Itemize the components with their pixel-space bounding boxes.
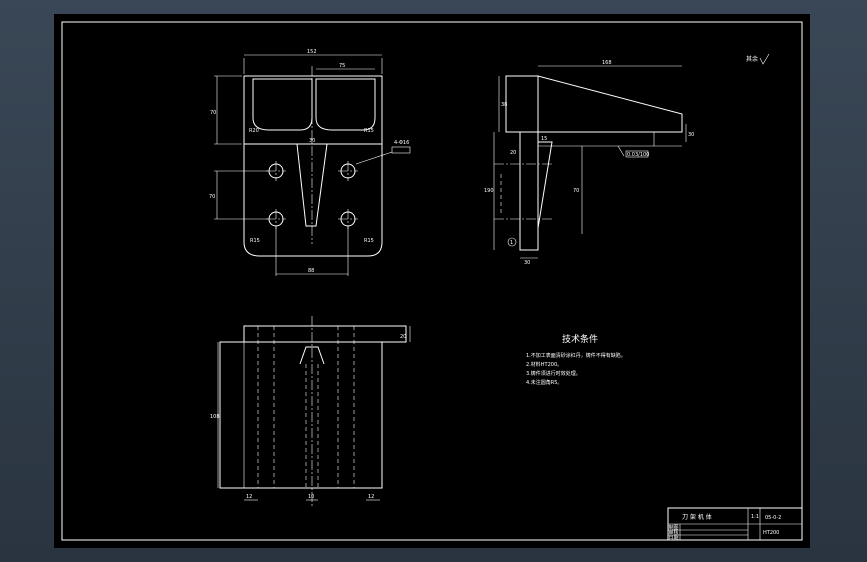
dim-front-width-bottom: 88	[308, 268, 314, 274]
note-item-2: 2.材料HT200。	[526, 361, 562, 368]
front-rib	[296, 143, 328, 227]
dim-front-center: 30	[309, 138, 315, 144]
title-block-label-2: 审核	[669, 529, 679, 536]
callout-side-ref: 0.03/100	[627, 152, 649, 158]
title-block-scale: 1:1	[751, 514, 759, 520]
callout-hole-ref: 4-Φ16	[394, 140, 409, 146]
front-pocket-right	[315, 78, 376, 131]
side-column	[519, 131, 539, 251]
dim-front-slot: 75	[339, 63, 345, 69]
dim-front-height-upper: 70	[210, 110, 216, 116]
drawing-sheet[interactable]: 152 75 70 70 88 30 R20 R15 R15 R15 4-Φ16…	[54, 14, 810, 548]
marker-circle	[507, 237, 517, 247]
side-outline	[505, 75, 539, 133]
dim-front-height-holes: 70	[209, 194, 215, 200]
dim-side-top-length: 168	[602, 60, 612, 66]
dim-bottom-height: 108	[210, 414, 220, 420]
callout-r-left: R20	[249, 128, 259, 134]
callout-chamfer-left: R15	[250, 238, 260, 244]
dim-side-small: 20	[510, 150, 516, 156]
front-view: 152 75 70 70 88 30 R20 R15 R15 R15 4-Φ16	[209, 49, 411, 276]
callout-marker: 1	[510, 240, 513, 246]
title-block-label-3: 日期	[669, 535, 679, 541]
front-pocket-left	[252, 78, 313, 131]
dim-bottom-side-right: 20	[400, 334, 406, 340]
sheet-border	[61, 21, 803, 541]
dim-bottom-right: 12	[368, 494, 374, 500]
dim-front-width-top: 152	[307, 49, 317, 55]
bottom-view: 108 20 12 10 12	[210, 316, 411, 506]
title-block-code: 05-0-2	[765, 515, 781, 521]
bottom-body	[219, 341, 383, 489]
callout-chamfer-right: R15	[364, 238, 374, 244]
dim-side-height-total: 190	[484, 188, 494, 194]
notes-title: 技术条件	[562, 333, 598, 345]
bottom-slot	[299, 346, 325, 365]
roughness-label: 其余	[746, 55, 758, 63]
note-item-4: 4.未注圆角R5。	[526, 379, 562, 386]
dim-side-bottom: 30	[524, 260, 530, 266]
bottom-flange	[243, 325, 407, 343]
title-block-material: HT200	[763, 530, 779, 536]
dim-side-tail: 30	[688, 132, 694, 138]
front-outline	[243, 75, 383, 257]
side-wedge	[537, 75, 683, 133]
note-item-3: 3.铸件须进行时效处理。	[526, 370, 581, 377]
side-ref-box	[625, 150, 649, 158]
technical-notes: 技术条件 1.不加工表面清砂涂红丹，铸件不得有缺陷。 2.材料HT200。 3.…	[526, 333, 626, 386]
roughness-symbol	[759, 53, 770, 65]
title-block: 刀 架 机 体 05-0-2 1:1 制图 审核 日期 HT200	[667, 507, 803, 541]
title-block-name: 刀 架 机 体	[682, 513, 712, 521]
title-block-label-1: 制图	[669, 524, 679, 531]
cad-drawing: 152 75 70 70 88 30 R20 R15 R15 R15 4-Φ16…	[61, 21, 803, 541]
dim-side-rib-height: 70	[573, 188, 579, 194]
dim-side-height-left: 38	[501, 102, 507, 108]
dim-bottom-mid: 10	[308, 494, 314, 500]
dim-bottom-left: 12	[246, 494, 252, 500]
side-rib	[537, 141, 553, 229]
hole-ref-box	[391, 146, 411, 154]
side-view: 168 38 30 190 70 30 15 20 0.03/100 1	[484, 60, 694, 266]
callout-r-right: R15	[364, 128, 374, 134]
note-item-1: 1.不加工表面清砂涂红丹，铸件不得有缺陷。	[526, 352, 626, 359]
dim-side-rib-top: 15	[541, 136, 547, 142]
